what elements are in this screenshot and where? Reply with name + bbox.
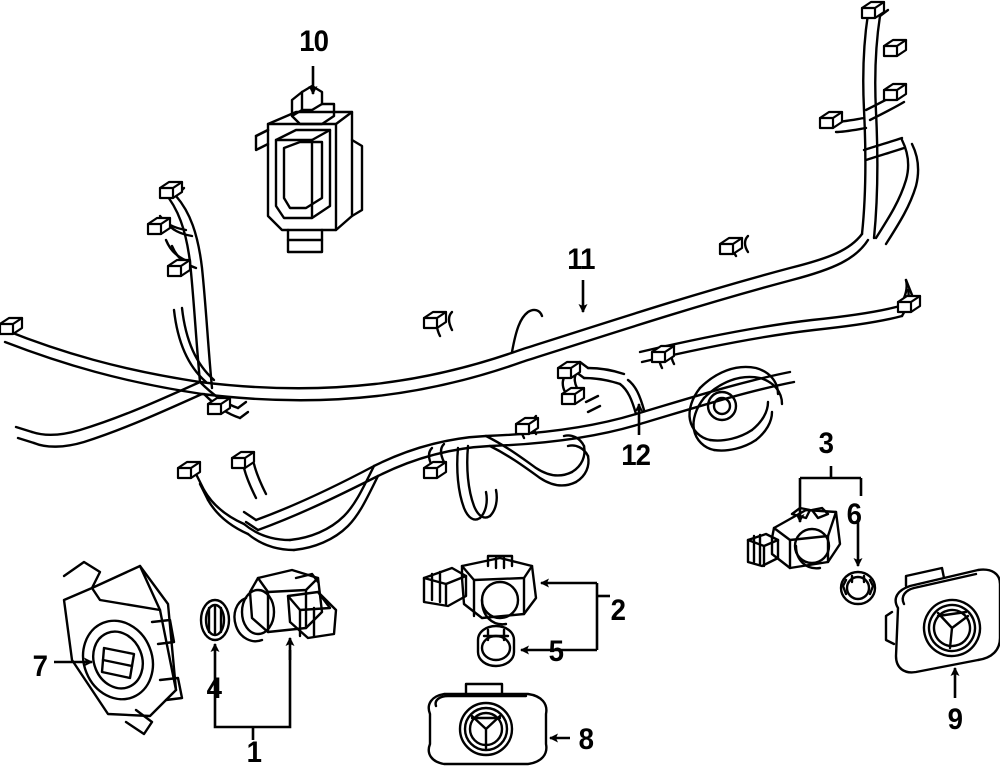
callout-leaders xyxy=(54,66,960,743)
sensor-retainer-ring-center xyxy=(476,624,516,668)
callout-label-11: 11 xyxy=(567,243,595,276)
sensor-module-left xyxy=(62,560,184,736)
callout-label-8: 8 xyxy=(578,723,594,756)
harness-connector-blocks xyxy=(0,0,922,480)
leader-1-bracket xyxy=(213,650,292,729)
parking-sensor-rear-group xyxy=(746,506,842,570)
callout-label-7: 7 xyxy=(32,650,48,683)
callout-label-12: 12 xyxy=(621,439,651,472)
callout-label-10: 10 xyxy=(299,25,329,58)
callout-label-6: 6 xyxy=(846,498,862,531)
callout-label-4: 4 xyxy=(206,672,222,705)
parking-sensor-front-group xyxy=(422,554,538,626)
radar-control-module xyxy=(254,84,364,254)
parking-sensor-with-retainer-group xyxy=(233,568,338,643)
callout-label-3: 3 xyxy=(818,427,834,460)
sensor-retainer-ring-right xyxy=(839,570,877,606)
callout-label-9: 9 xyxy=(947,703,963,736)
wire-harness-upper xyxy=(3,6,920,448)
callout-label-2: 2 xyxy=(610,594,626,627)
wire-harness-lower xyxy=(194,344,796,552)
sensor-housing-center xyxy=(427,682,548,766)
sensor-housing-right xyxy=(884,566,1000,674)
sensor-retainer-ring-left xyxy=(199,598,231,642)
callout-label-5: 5 xyxy=(548,635,564,668)
callout-label-1: 1 xyxy=(246,736,262,769)
